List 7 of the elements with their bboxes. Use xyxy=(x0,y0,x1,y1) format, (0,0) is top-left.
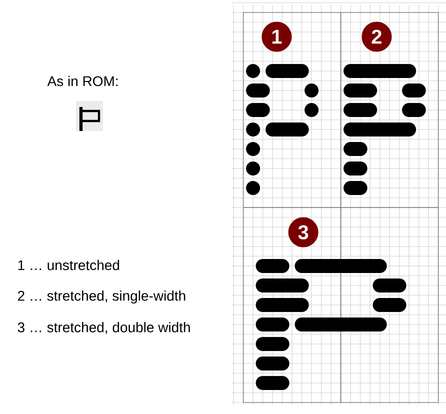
number-badge: 3 xyxy=(288,217,318,248)
legend-text: 2 … stretched, single-width xyxy=(18,290,186,304)
number-badge: 1 xyxy=(262,22,292,52)
number-badge: 2 xyxy=(362,22,392,52)
legend-text: 3 … stretched, double width xyxy=(18,322,190,334)
heading-text: As in ROM: xyxy=(47,76,118,86)
legend-text: 1 … unstretched xyxy=(18,260,120,270)
